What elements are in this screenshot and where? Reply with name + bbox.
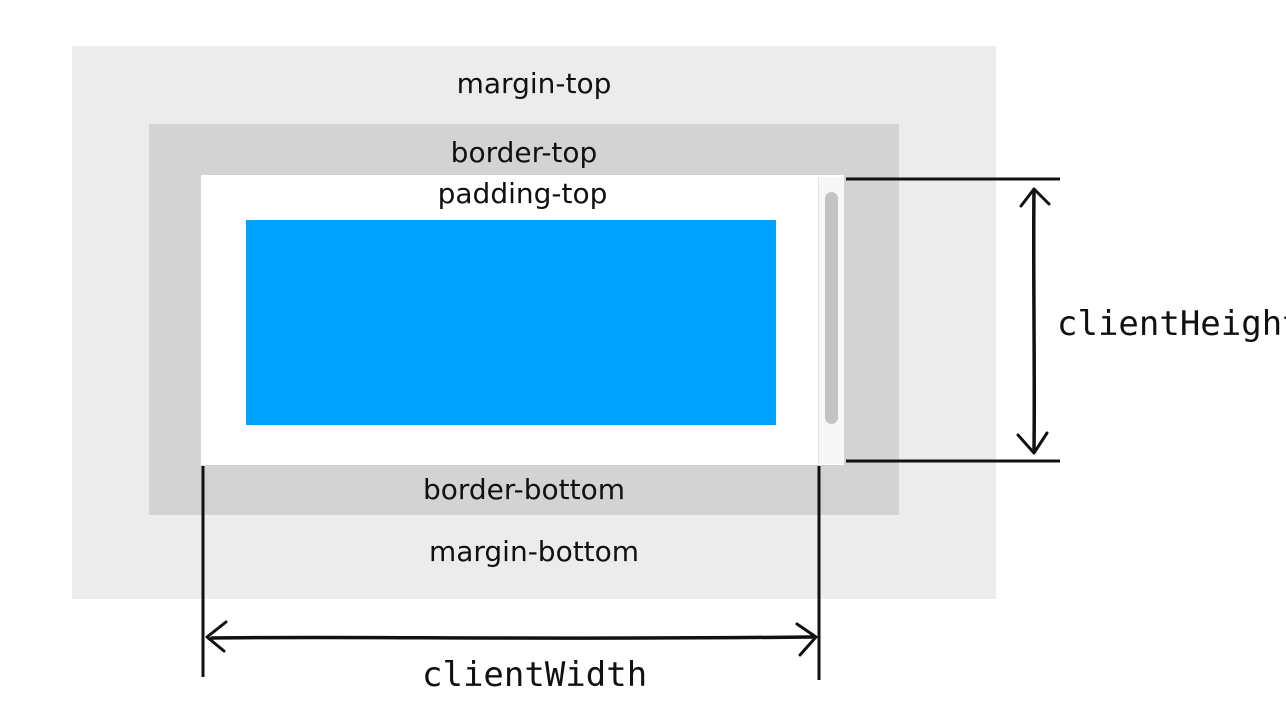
border-bottom-label: border-bottom xyxy=(422,473,625,506)
scrollbar-thumb xyxy=(825,192,838,424)
margin-bottom-label: margin-bottom xyxy=(428,535,640,568)
client-height-arrow-up-icon xyxy=(1019,187,1051,208)
margin-top-label: margin-top xyxy=(456,67,612,100)
client-width-arrow-left-icon xyxy=(205,620,228,653)
client-height-arrow-shaft xyxy=(1031,188,1037,452)
border-top-label: border-top xyxy=(450,136,598,169)
client-width-label: clientWidth xyxy=(422,655,648,695)
content-area xyxy=(246,220,776,425)
client-height-label: clientHeight xyxy=(1057,304,1286,344)
padding-top-label: padding-top xyxy=(437,177,608,210)
client-width-arrow-shaft xyxy=(210,635,814,640)
client-width-arrow-right-icon xyxy=(795,622,818,657)
client-height-arrow-down-icon xyxy=(1016,431,1049,455)
